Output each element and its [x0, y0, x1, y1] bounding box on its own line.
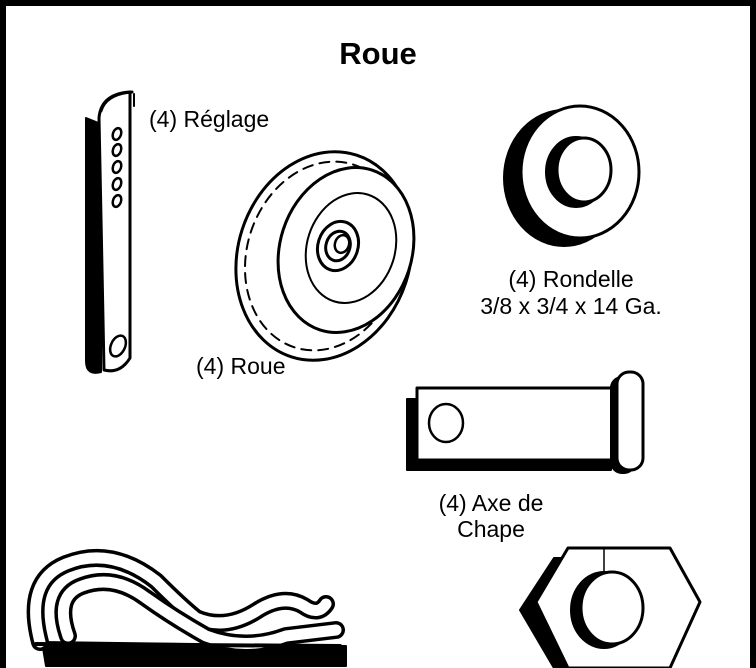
clevis-pin-label-line2: Chape [457, 516, 525, 542]
parts-illustration [26, 90, 702, 668]
clevis-pin-icon [406, 370, 645, 474]
washer-label-line1: (4) Rondelle [508, 266, 634, 292]
page-title: Roue [339, 36, 417, 71]
wheel-label: (4) Roue [196, 353, 286, 379]
washer-label-line2: 3/8 x 3/4 x 14 Ga. [480, 293, 662, 319]
hex-nut-icon [519, 546, 702, 668]
clevis-pin-label-line1: (4) Axe de [438, 490, 544, 516]
wheel-icon [234, 150, 416, 362]
adjustment-bracket-icon [85, 90, 135, 374]
washer-icon [503, 104, 641, 247]
hairpin-clip-icon [26, 548, 347, 667]
adjustment-bracket-label: (4) Réglage [149, 106, 270, 132]
